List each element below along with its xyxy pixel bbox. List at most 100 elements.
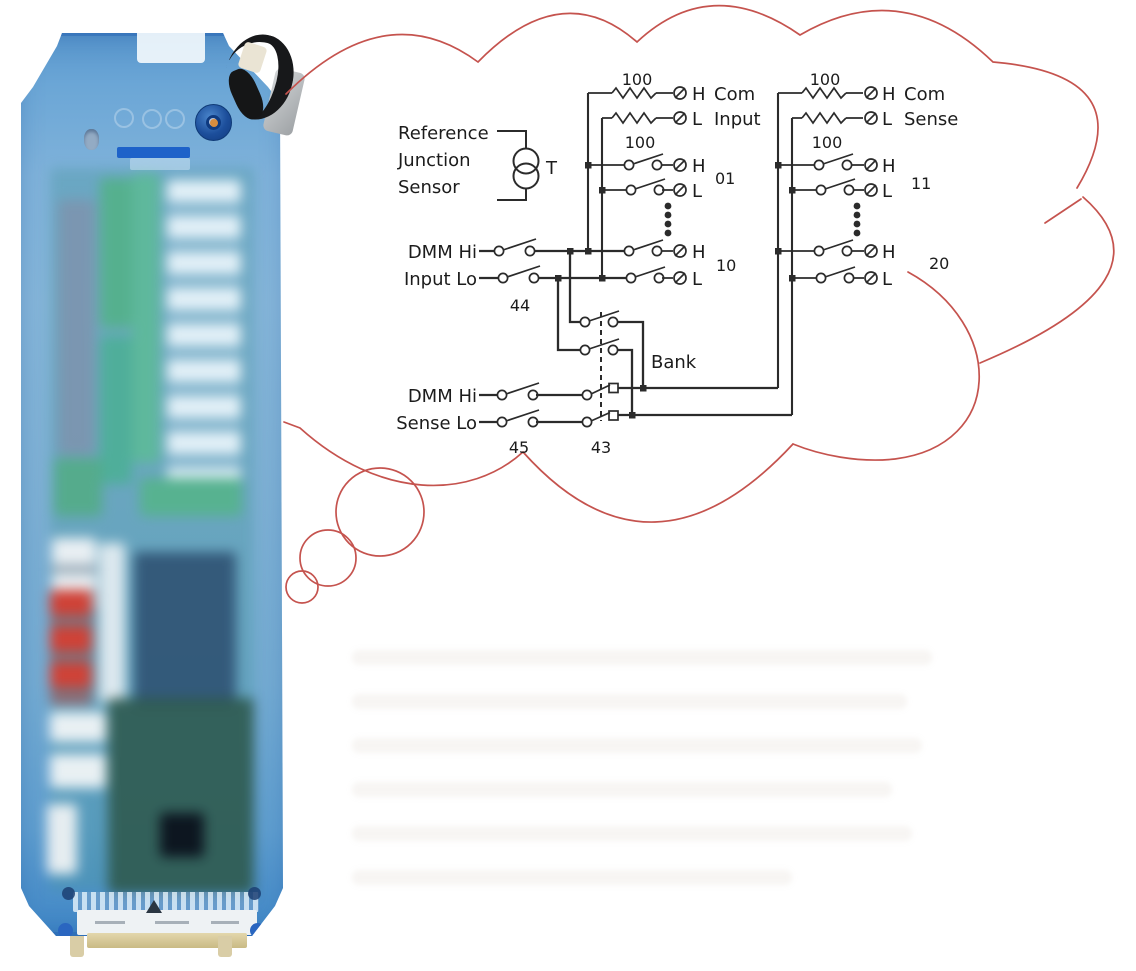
junction-dot [599, 275, 606, 282]
bank-label: Bank [651, 352, 697, 373]
wire [588, 92, 673, 119]
ch20-h-label: H [882, 242, 896, 263]
switch-43-number: 43 [591, 438, 611, 457]
terminal-screw-icon [673, 244, 687, 258]
channel-switch-01h [623, 153, 664, 171]
wire [479, 249, 626, 280]
ellipsis-dot [853, 229, 861, 237]
thought-bubble-small [285, 570, 319, 604]
module-label-bar [117, 147, 190, 158]
module-connector-peg [218, 936, 232, 957]
left-resistor-top-value: 100 [622, 70, 653, 89]
module-retaining-screw [195, 104, 232, 141]
module-connector-peg [70, 936, 84, 957]
warning-triangle-icon [146, 900, 162, 913]
dmm-hi-sense-label: DMM Hi [408, 386, 477, 407]
sensor-circle-top [512, 147, 540, 175]
resistor-symbol [801, 112, 847, 124]
green-block-left [54, 458, 102, 516]
ellipsis-dot [664, 229, 672, 237]
resistor-symbol [611, 87, 657, 99]
junction-dot [775, 162, 782, 169]
junction-dot [585, 248, 592, 255]
black-chip [160, 813, 204, 857]
wire [661, 250, 673, 279]
channel-switch-20l [815, 266, 856, 284]
multiplexer-module-photo [12, 27, 306, 960]
bank-switch-b [579, 338, 620, 356]
dark-pcb-zone [108, 698, 254, 894]
dmm-input-wiring [479, 249, 792, 424]
ghost-text-line [352, 870, 792, 885]
wire [778, 164, 864, 191]
switch-blade [590, 384, 611, 395]
reference-junction-label-1: Reference [398, 123, 489, 144]
left-input-l-label: L [692, 109, 702, 130]
ghost-text-line [352, 738, 922, 753]
ch10-number: 10 [716, 256, 736, 275]
junction-dot [585, 162, 592, 169]
input-lo-label: Input Lo [404, 269, 477, 290]
white-bar-3 [47, 804, 77, 874]
thought-bubble-large [335, 467, 425, 557]
ghost-text-line [352, 694, 907, 709]
wire [479, 393, 583, 424]
wire [778, 92, 863, 119]
terminal-screw-icon [673, 271, 687, 285]
sense-lo-label: Sense Lo [396, 413, 477, 434]
switch-44-hi [493, 238, 537, 257]
ch01-number: 01 [715, 169, 735, 188]
ch11-h-label: H [882, 156, 896, 177]
switch-contact [581, 416, 593, 428]
wire [778, 250, 864, 279]
ch10-h-label: H [692, 242, 706, 263]
label-text-smudge [211, 921, 239, 924]
bank-feed-wire [556, 251, 581, 352]
reference-junction-label-2: Junction [397, 150, 471, 171]
terminal-screw-icon [864, 244, 878, 258]
relay-bank-green-3 [132, 173, 160, 463]
circuit [479, 86, 878, 428]
reference-junction-sensor-symbol [497, 130, 540, 201]
terminal-screw-icon [673, 111, 687, 125]
bank-switch-a [579, 310, 620, 328]
module-screw [248, 887, 261, 900]
junction-dots [555, 162, 861, 419]
right-resistor-top-value: 100 [810, 70, 841, 89]
junction-dot [555, 275, 562, 282]
white-bar-1 [50, 712, 106, 742]
cloud-bottom-arc [522, 443, 794, 523]
ch11-number: 11 [911, 174, 931, 193]
sensor-circle-bottom [512, 162, 540, 190]
dmm-hi-input-label: DMM Hi [408, 242, 477, 263]
module-corner-boss [58, 923, 73, 936]
dark-component-grid [134, 552, 236, 707]
module-top-tab [137, 33, 205, 63]
cloud-top-arcs [285, 4, 1099, 189]
ch11-l-label: L [882, 181, 892, 202]
left-resistor-bottom-value: 100 [625, 133, 656, 152]
module-vent-ribs [73, 892, 259, 912]
junction-dot [640, 385, 647, 392]
thought-cloud [283, 4, 1115, 604]
right-com-h-label: H [882, 84, 896, 105]
wire [588, 164, 673, 191]
ghost-text-line [352, 782, 892, 797]
terminal-screw-icon [673, 158, 687, 172]
ellipsis-dot [664, 220, 672, 228]
module-case [21, 33, 283, 936]
ghost-text-line [352, 650, 932, 665]
terminal-screw-icon [864, 158, 878, 172]
sensor-bracket [497, 130, 527, 201]
ch01-l-label: L [692, 181, 702, 202]
cloud-bottom-right-arc [792, 271, 981, 461]
white-vertical-strip [99, 543, 125, 703]
cloud-right-tick [1044, 198, 1082, 224]
module-bottom-label [77, 900, 257, 935]
module-label-panel [130, 158, 190, 170]
ellipsis-dot [664, 211, 672, 219]
ellipsis-dot [664, 202, 672, 210]
channel-switch-11l [815, 178, 856, 196]
tree-switch-43 [581, 382, 619, 428]
